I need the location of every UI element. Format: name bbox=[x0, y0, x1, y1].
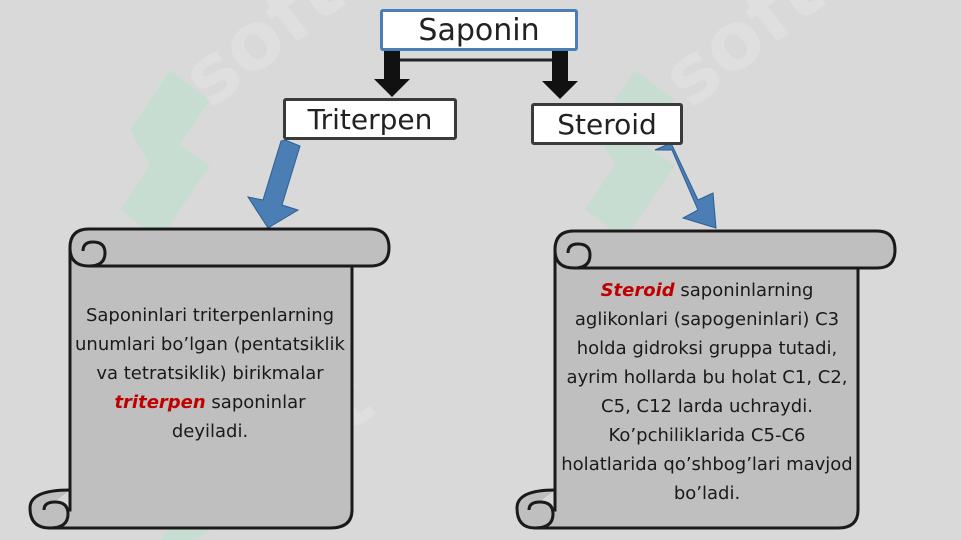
connector-line bbox=[390, 51, 562, 62]
steroid-highlight: Steroid bbox=[600, 280, 675, 301]
scroll-right bbox=[515, 229, 897, 530]
arrow-blue-right bbox=[654, 142, 717, 229]
arrow-down-steroid bbox=[542, 51, 578, 99]
node-triterpen: Triterpen bbox=[283, 98, 457, 140]
steroid-desc-text: saponinlarning aglikonlari (sapogeninlar… bbox=[561, 280, 853, 504]
arrow-blue-left bbox=[246, 139, 301, 229]
steroid-description: Steroid saponinlarning aglikonlari (sapo… bbox=[558, 276, 856, 508]
triterpen-highlight: triterpen bbox=[114, 392, 206, 413]
triterpen-desc-text: Saponinlari triterpenlarning unumlari bo… bbox=[75, 305, 345, 384]
arrow-down-triterpen bbox=[374, 51, 410, 97]
triterpen-desc-end: saponinlar deyiladi. bbox=[171, 392, 306, 442]
node-steroid-label: Steroid bbox=[557, 107, 657, 141]
watermark-logo-left bbox=[120, 70, 210, 240]
node-steroid: Steroid bbox=[531, 103, 683, 145]
node-saponin: Saponin bbox=[380, 9, 578, 51]
node-triterpen-label: Triterpen bbox=[307, 102, 433, 136]
node-saponin-label: Saponin bbox=[418, 12, 540, 48]
triterpen-description: Saponinlari triterpenlarning unumlari bo… bbox=[75, 301, 345, 446]
scroll-left bbox=[28, 227, 391, 530]
